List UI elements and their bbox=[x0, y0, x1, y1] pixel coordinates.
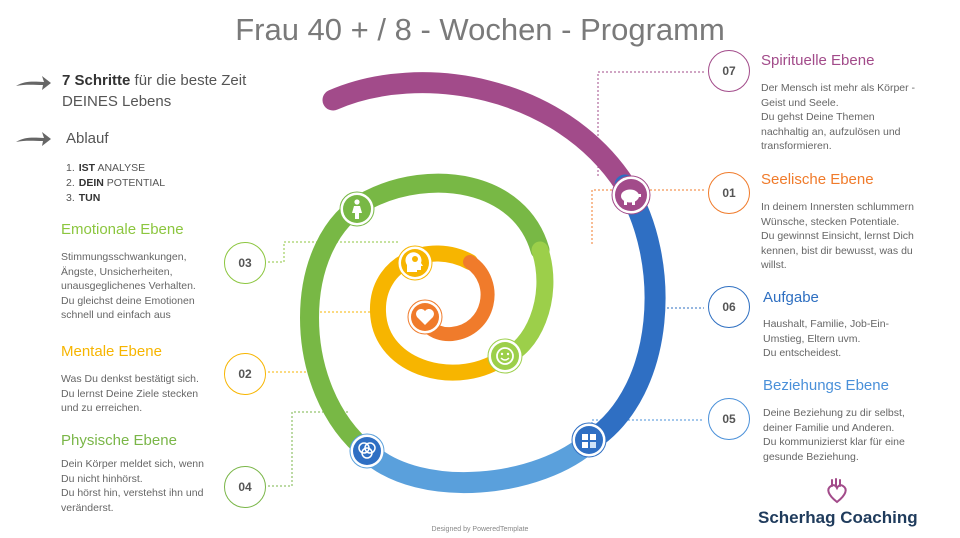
woman-icon bbox=[339, 191, 375, 227]
intro-bold: 7 Schritte bbox=[62, 72, 131, 89]
task-title: Aufgabe bbox=[763, 289, 819, 306]
step-circle-04: 04 bbox=[224, 466, 266, 508]
spiritual-desc: Der Mensch ist mehr als Körper -Geist un… bbox=[761, 82, 916, 153]
connector-04 bbox=[268, 411, 350, 487]
connector-03 bbox=[268, 241, 398, 263]
smiley-icon bbox=[487, 338, 523, 374]
puzzle-icon bbox=[571, 422, 607, 458]
spiritual-title: Spirituelle Ebene bbox=[761, 52, 875, 69]
list-item: 2.DEIN POTENTIAL bbox=[66, 177, 166, 189]
heart-hands-logo-icon bbox=[827, 478, 847, 504]
list-item: 1.IST ANALYSE bbox=[66, 162, 146, 174]
intro-text: 7 Schritte für die beste Zeit DEINES Leb… bbox=[62, 70, 246, 112]
step-circle-01: 01 bbox=[708, 172, 750, 214]
heart-icon bbox=[407, 299, 443, 335]
connector-05 bbox=[591, 419, 704, 440]
relation-title: Beziehungs Ebene bbox=[763, 377, 889, 394]
connector-07 bbox=[597, 71, 704, 176]
mental-title: Mentale Ebene bbox=[61, 343, 162, 360]
physical-title: Physische Ebene bbox=[61, 432, 177, 449]
spiral-segment-purple bbox=[322, 72, 636, 196]
arrow-icon bbox=[16, 132, 51, 146]
spiral-segment-blue bbox=[581, 174, 666, 451]
step-circle-06: 06 bbox=[708, 286, 750, 328]
venn-circles-icon bbox=[349, 433, 385, 469]
connector-01 bbox=[591, 189, 704, 244]
piggy-bank-icon bbox=[611, 175, 651, 215]
step-circle-05: 05 bbox=[708, 398, 750, 440]
list-item: 3.TUN bbox=[66, 192, 101, 204]
step-circle-07: 07 bbox=[708, 50, 750, 92]
mental-desc: Was Du denkst bestätigt sich.Du lernst D… bbox=[61, 373, 199, 415]
soul-title: Seelische Ebene bbox=[761, 171, 874, 188]
brain-head-icon bbox=[397, 245, 433, 281]
spiral-segment-lightblue bbox=[357, 429, 603, 493]
steps-list: 1.IST ANALYSE 2.DEIN POTENTIAL 3.TUN bbox=[66, 161, 165, 206]
step-circle-03: 03 bbox=[224, 242, 266, 284]
intro-line2: DEINES Lebens bbox=[62, 93, 172, 110]
task-desc: Haushalt, Familie, Job-Ein-Umstieg, Elte… bbox=[763, 318, 890, 360]
intro-rest: für die beste Zeit bbox=[130, 72, 247, 89]
arrow-icon bbox=[16, 76, 51, 90]
brand-name: Scherhag Coaching bbox=[758, 508, 918, 527]
step-circle-02: 02 bbox=[224, 353, 266, 395]
footer-credit: Designed by PoweredTemplate bbox=[431, 526, 529, 533]
ablauf-heading: Ablauf bbox=[66, 130, 109, 147]
page-title: Frau 40 + / 8 - Wochen - Programm bbox=[235, 12, 725, 47]
emotional-title: Emotionale Ebene bbox=[61, 221, 184, 238]
connector-02 bbox=[268, 311, 382, 373]
relation-desc: Deine Beziehung zu dir selbst,deiner Fam… bbox=[763, 407, 905, 463]
emotional-desc: Stimmungsschwankungen,Ängste, Unsicherhe… bbox=[61, 251, 196, 322]
